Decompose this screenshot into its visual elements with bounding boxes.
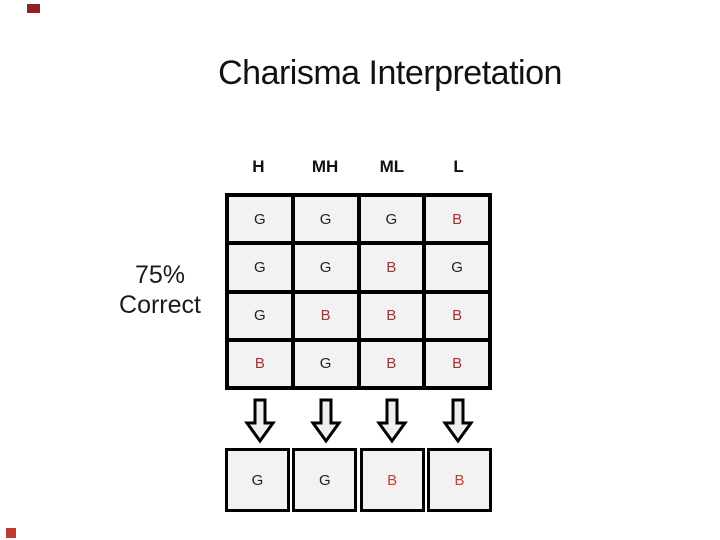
grid-cell: B: [292, 291, 359, 340]
column-headers: H MH ML L: [225, 156, 492, 178]
column-header-ml: ML: [379, 157, 405, 176]
grid-cell: G: [358, 195, 425, 244]
grid-cell: G: [227, 291, 293, 340]
accuracy-percent: 75%: [134, 261, 186, 289]
grid-cell: B: [424, 195, 490, 244]
assessment-grid: G G G B G G B G G B B B B G B B: [225, 193, 492, 390]
slide-corner-mark-top-left: [27, 4, 40, 13]
column-header-l: L: [453, 157, 464, 176]
grid-cell: G: [424, 243, 490, 292]
down-arrow-icon: [442, 398, 474, 444]
grid-cell: B: [358, 291, 425, 340]
column-header-mh: MH: [311, 157, 339, 176]
slide-corner-mark-bottom-left: [6, 528, 16, 538]
result-row: G G B B: [225, 448, 492, 512]
result-cell: G: [292, 448, 358, 512]
down-arrow-icon: [376, 398, 408, 444]
grid-cell: G: [292, 195, 359, 244]
result-cell: B: [359, 448, 425, 512]
grid-cell: B: [358, 339, 425, 388]
grid-cell: B: [358, 243, 425, 292]
grid-cell: G: [227, 243, 293, 292]
slide-title: Charisma Interpretation: [218, 54, 562, 92]
grid-cell: B: [424, 291, 490, 340]
grid-cell: G: [292, 243, 359, 292]
column-header-h: H: [252, 157, 265, 176]
down-arrow-icon: [310, 398, 342, 444]
grid-cell: G: [227, 195, 293, 244]
down-arrow-icon: [244, 398, 276, 444]
grid-cell: G: [292, 339, 359, 388]
grid-cell: B: [424, 339, 490, 388]
accuracy-word: Correct: [119, 291, 201, 319]
result-cell: G: [225, 448, 290, 512]
accuracy-label: 75% Correct: [108, 260, 212, 320]
result-cell: B: [426, 448, 492, 512]
arrows-row: [0, 398, 720, 446]
grid-cell: B: [227, 339, 293, 388]
